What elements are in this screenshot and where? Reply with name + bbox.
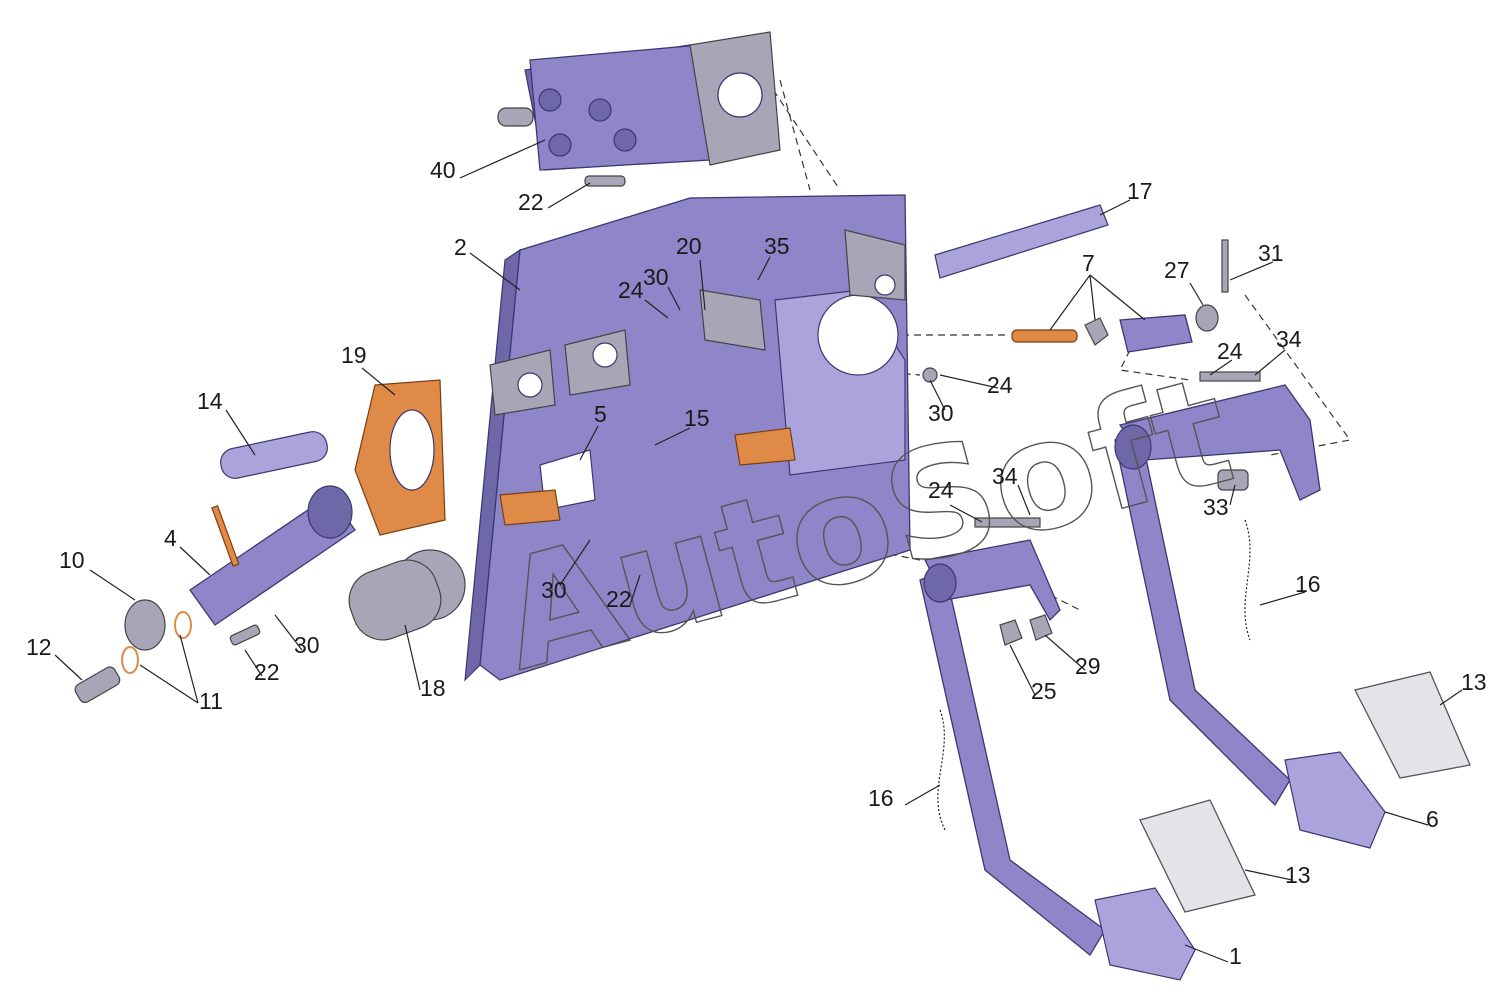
pedal-bracket-plate-part-2 xyxy=(464,194,911,682)
callout-label-22: 22 xyxy=(254,659,280,685)
callout-label-6: 6 xyxy=(1426,806,1439,832)
block-part-7 xyxy=(1119,314,1193,353)
pedal-pad-part-13-right xyxy=(1354,671,1471,779)
bolt-part-34-left xyxy=(974,517,1041,528)
callout-label-17: 17 xyxy=(1127,178,1153,204)
bracket-orange-right xyxy=(734,427,796,466)
bolt-part-12 xyxy=(74,666,121,704)
bolt-part-7 xyxy=(1011,329,1078,343)
bolt-part-22-left xyxy=(229,624,261,646)
callout-label-31: 31 xyxy=(1258,240,1284,266)
booster-part-18 xyxy=(348,549,466,641)
pedal-axle-part-17 xyxy=(934,204,1109,279)
cotter-pin-part-31 xyxy=(1221,239,1229,293)
callout-label-30: 30 xyxy=(294,632,320,658)
washer-24-30 xyxy=(922,367,938,383)
callout-label-40: 40 xyxy=(430,157,456,183)
washer-part-11b xyxy=(174,611,192,639)
callout-label-12: 12 xyxy=(26,634,52,660)
callout-label-22: 22 xyxy=(606,586,632,612)
callout-label-5: 5 xyxy=(594,401,607,427)
callout-label-25: 25 xyxy=(1031,678,1057,704)
callout-label-13: 13 xyxy=(1461,669,1487,695)
master-cylinder-part-4 xyxy=(189,485,356,626)
callout-label-35: 35 xyxy=(764,233,790,259)
brake-pedal-part-1 xyxy=(919,539,1196,981)
spring-part-16-right xyxy=(1244,519,1251,641)
callout-label-16: 16 xyxy=(1295,571,1321,597)
callout-label-33: 33 xyxy=(1203,494,1229,520)
washer-part-11 xyxy=(121,646,139,674)
leader-lines xyxy=(54,139,1463,963)
callout-label-18: 18 xyxy=(420,675,446,701)
callout-label-24: 24 xyxy=(1217,338,1243,364)
nut-part-7 xyxy=(1084,317,1109,346)
bracket-orange-left xyxy=(499,489,561,526)
callout-label-10: 10 xyxy=(59,547,85,573)
washer-part-27 xyxy=(1195,304,1219,332)
callout-label-16: 16 xyxy=(868,785,894,811)
callout-label-34: 34 xyxy=(992,463,1018,489)
callout-label-22: 22 xyxy=(518,189,544,215)
callout-label-14: 14 xyxy=(197,388,223,414)
callout-label-24: 24 xyxy=(928,477,954,503)
bolt-part-34-right xyxy=(1199,371,1261,382)
callout-label-24: 24 xyxy=(987,372,1013,398)
callout-label-19: 19 xyxy=(341,342,367,368)
callout-label-2: 2 xyxy=(454,234,467,260)
spring-part-16-left xyxy=(937,709,946,831)
bolt-22-top xyxy=(584,175,626,187)
callout-label-4: 4 xyxy=(164,525,177,551)
callout-label-20: 20 xyxy=(676,233,702,259)
banjo-fitting-part-10 xyxy=(124,599,166,651)
callout-label-15: 15 xyxy=(684,405,710,431)
callout-label-1: 1 xyxy=(1229,943,1242,969)
clutch-pedal-part-6 xyxy=(1114,384,1386,849)
callout-label-13: 13 xyxy=(1285,862,1311,888)
callout-label-30: 30 xyxy=(541,577,567,603)
callout-label-24: 24 xyxy=(618,277,644,303)
callout-label-30: 30 xyxy=(928,400,954,426)
callout-label-27: 27 xyxy=(1164,257,1190,283)
brake-valve-part-40 xyxy=(497,31,781,171)
callout-label-11: 11 xyxy=(199,688,223,714)
callout-label-34: 34 xyxy=(1276,326,1302,352)
callout-label-29: 29 xyxy=(1075,653,1101,679)
callout-label-30: 30 xyxy=(643,264,669,290)
pedal-pad-part-13-left xyxy=(1139,799,1256,913)
callout-label-7: 7 xyxy=(1082,250,1095,276)
pin-part-14 xyxy=(220,431,328,479)
